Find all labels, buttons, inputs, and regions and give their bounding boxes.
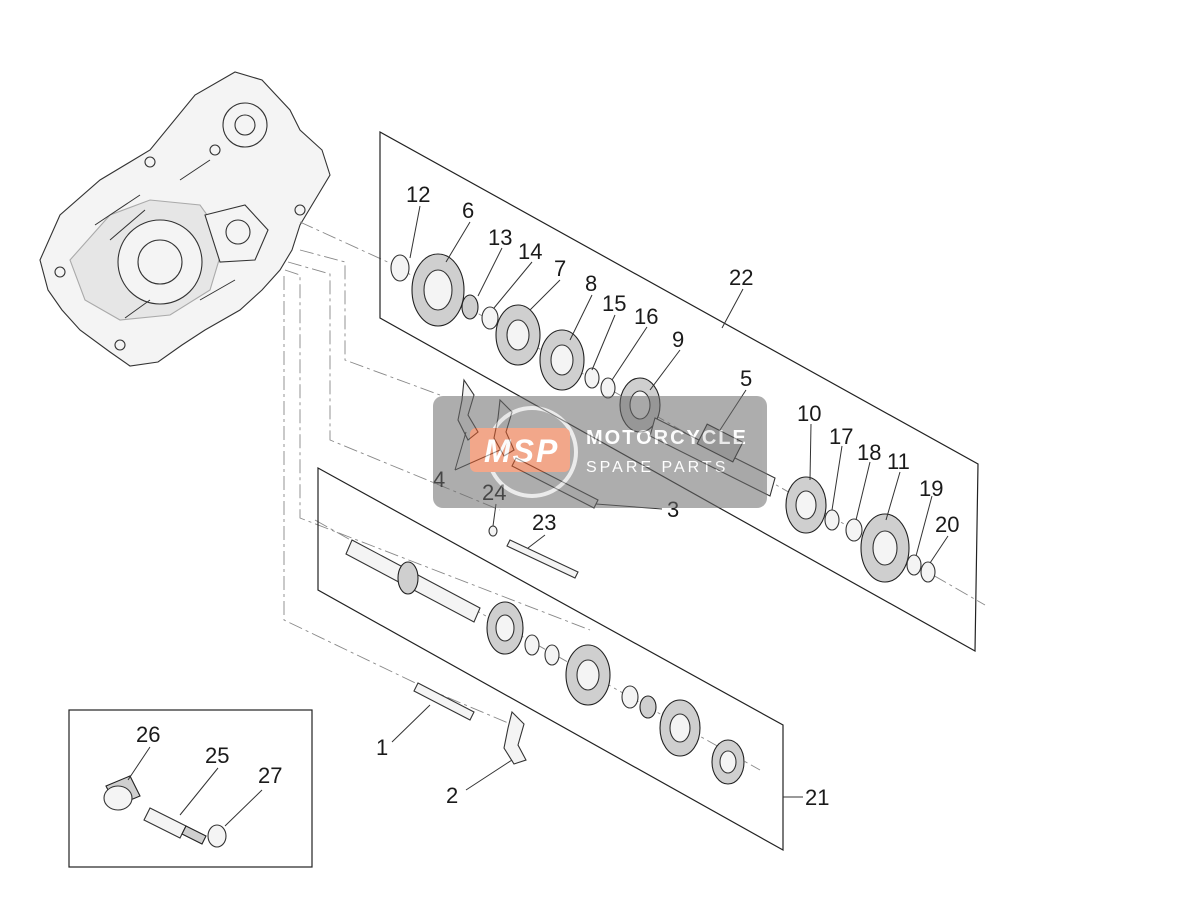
group-frame-kit bbox=[68, 709, 313, 868]
callout-17: 17 bbox=[829, 424, 853, 449]
callout-5: 5 bbox=[740, 366, 752, 391]
callout-27: 27 bbox=[258, 763, 282, 788]
kit-parts bbox=[103, 775, 227, 848]
group-frame-21 bbox=[317, 466, 784, 852]
callout-15: 15 bbox=[602, 291, 626, 316]
callout-16: 16 bbox=[634, 304, 658, 329]
group-frame-22 bbox=[379, 130, 979, 653]
callout-23: 23 bbox=[532, 510, 556, 535]
callout-2: 2 bbox=[446, 783, 458, 808]
callout-7: 7 bbox=[554, 256, 566, 281]
watermark-line1: MOTORCYCLE bbox=[586, 427, 748, 449]
callout-18: 18 bbox=[857, 440, 881, 465]
lower-gear-parts bbox=[345, 539, 745, 785]
callout-21: 21 bbox=[805, 785, 829, 810]
callout-1: 1 bbox=[376, 735, 388, 760]
callout-22: 22 bbox=[729, 265, 753, 290]
watermark: MSP MOTORCYCLE SPARE PARTS bbox=[433, 396, 767, 508]
callout-19: 19 bbox=[919, 476, 943, 501]
callout-20: 20 bbox=[935, 512, 959, 537]
callout-25: 25 bbox=[205, 743, 229, 768]
callout-11: 11 bbox=[887, 449, 910, 474]
callout-9: 9 bbox=[672, 327, 684, 352]
watermark-logo-badge bbox=[470, 428, 570, 472]
callout-10: 10 bbox=[797, 401, 821, 426]
callout-6: 6 bbox=[462, 198, 474, 223]
callout-14: 14 bbox=[518, 239, 542, 264]
watermark-logo-text: MSP bbox=[484, 433, 559, 469]
callout-12: 12 bbox=[406, 182, 430, 207]
watermark-line2: SPARE PARTS bbox=[586, 459, 728, 476]
callout-13: 13 bbox=[488, 225, 512, 250]
crankcase-illustration bbox=[39, 71, 331, 367]
callout-8: 8 bbox=[585, 271, 597, 296]
callout-26: 26 bbox=[136, 722, 160, 747]
watermark-panel bbox=[433, 396, 767, 508]
